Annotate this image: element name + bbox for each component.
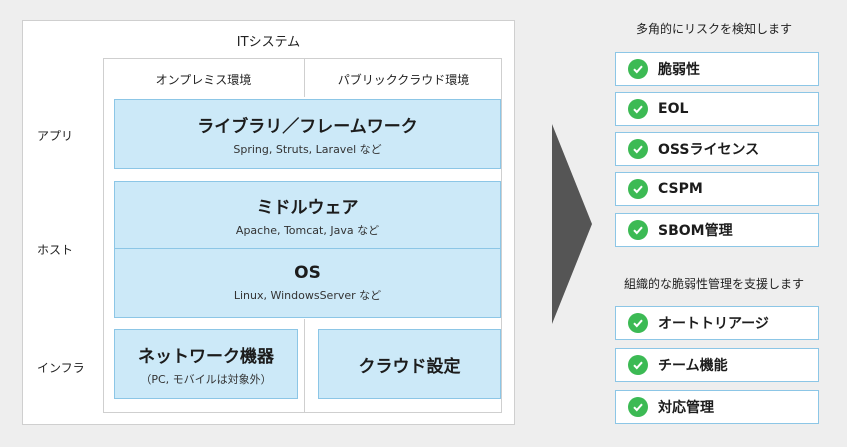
- manage-heading: 組織的な脆弱性管理を支援します: [623, 277, 804, 291]
- it-system-title: ITシステム: [236, 35, 301, 50]
- os-box: OS Linux, WindowsServer など: [114, 248, 501, 318]
- column-label-public-cloud: パブリッククラウド環境: [337, 73, 470, 87]
- feature-label: EOL: [658, 101, 689, 117]
- it-system-panel: ITシステム アプリ ホスト インフラ オンプレミス環境 パブリッククラウド環境…: [22, 20, 515, 425]
- feature-label: 対応管理: [658, 400, 714, 416]
- feature-label: 脆弱性: [658, 62, 700, 78]
- box-title: ネットワーク機器: [138, 346, 274, 367]
- box-subtitle: Spring, Struts, Laravel など: [233, 142, 382, 156]
- library-framework-box: ライブラリ／フレームワーク Spring, Struts, Laravel など: [114, 99, 501, 169]
- box-title: ミドルウェア: [256, 197, 359, 218]
- row-label-infra: インフラ: [37, 361, 85, 375]
- environment-grid: オンプレミス環境 パブリッククラウド環境 ライブラリ／フレームワーク Sprin…: [103, 58, 502, 413]
- middleware-box: ミドルウェア Apache, Tomcat, Java など: [114, 181, 501, 249]
- box-subtitle: （PC, モバイルは対象外）: [140, 372, 272, 386]
- check-circle-icon: [628, 179, 648, 199]
- row-label-app: アプリ: [37, 129, 74, 143]
- feature-team: チーム機能: [615, 348, 819, 382]
- feature-auto-triage: オートトリアージ: [615, 306, 819, 340]
- box-title: OS: [294, 263, 321, 283]
- cloud-config-box: クラウド設定: [318, 329, 501, 399]
- feature-label: オートトリアージ: [658, 316, 769, 332]
- feature-cspm: CSPM: [615, 172, 819, 206]
- feature-vulnerability: 脆弱性: [615, 52, 819, 86]
- feature-response-management: 対応管理: [615, 390, 819, 424]
- feature-label: CSPM: [658, 181, 703, 197]
- check-circle-icon: [628, 397, 648, 417]
- column-divider-bottom: [304, 319, 305, 413]
- feature-label: チーム機能: [658, 358, 728, 374]
- column-label-onpremise: オンプレミス環境: [155, 73, 252, 87]
- box-title: ライブラリ／フレームワーク: [197, 116, 418, 137]
- check-circle-icon: [628, 59, 648, 79]
- box-subtitle: Linux, WindowsServer など: [233, 289, 382, 302]
- check-circle-icon: [628, 313, 648, 333]
- feature-eol: EOL: [615, 92, 819, 126]
- row-label-host: ホスト: [37, 243, 74, 257]
- check-circle-icon: [628, 99, 648, 119]
- column-divider: [304, 59, 305, 97]
- check-circle-icon: [628, 355, 648, 375]
- detect-heading: 多角的にリスクを検知します: [635, 22, 792, 36]
- box-title: クラウド設定: [358, 356, 461, 377]
- check-circle-icon: [628, 220, 648, 240]
- feature-label: OSSライセンス: [658, 142, 760, 158]
- feature-label: SBOM管理: [658, 223, 733, 239]
- network-device-box: ネットワーク機器 （PC, モバイルは対象外）: [114, 329, 298, 399]
- check-circle-icon: [628, 139, 648, 159]
- feature-oss-license: OSSライセンス: [615, 132, 819, 166]
- box-subtitle: Apache, Tomcat, Java など: [235, 223, 380, 237]
- feature-sbom: SBOM管理: [615, 213, 819, 247]
- arrow-right-icon: [552, 124, 592, 324]
